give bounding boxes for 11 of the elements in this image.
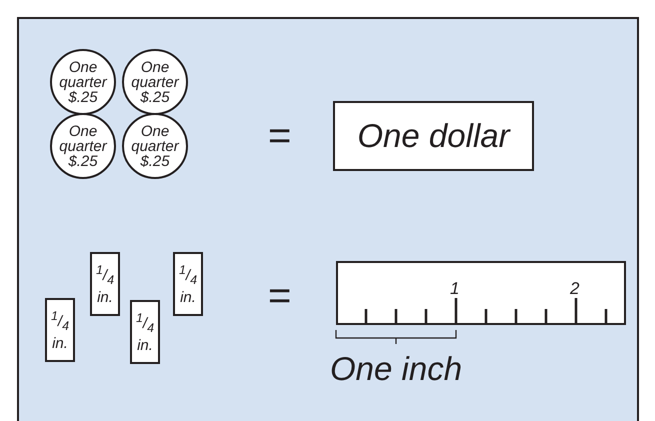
ruler — [336, 261, 626, 325]
fraction-tile: $^{1}$/$_{4}$ in. — [45, 298, 75, 362]
fraction-tile: $^{1}$/$_{4}$ in. — [130, 300, 160, 364]
fraction-tile: $^{1}$/$_{4}$ in. — [90, 252, 120, 316]
equals-sign: = — [268, 276, 292, 316]
dimension-label: One inch — [330, 350, 462, 388]
fraction-tile: $^{1}$/$_{4}$ in. — [173, 252, 203, 316]
ruler-number: 1 — [450, 279, 460, 299]
equals-sign: = — [268, 116, 292, 156]
ruler-number: 2 — [570, 279, 580, 299]
dollar-box: One dollar — [333, 101, 534, 171]
